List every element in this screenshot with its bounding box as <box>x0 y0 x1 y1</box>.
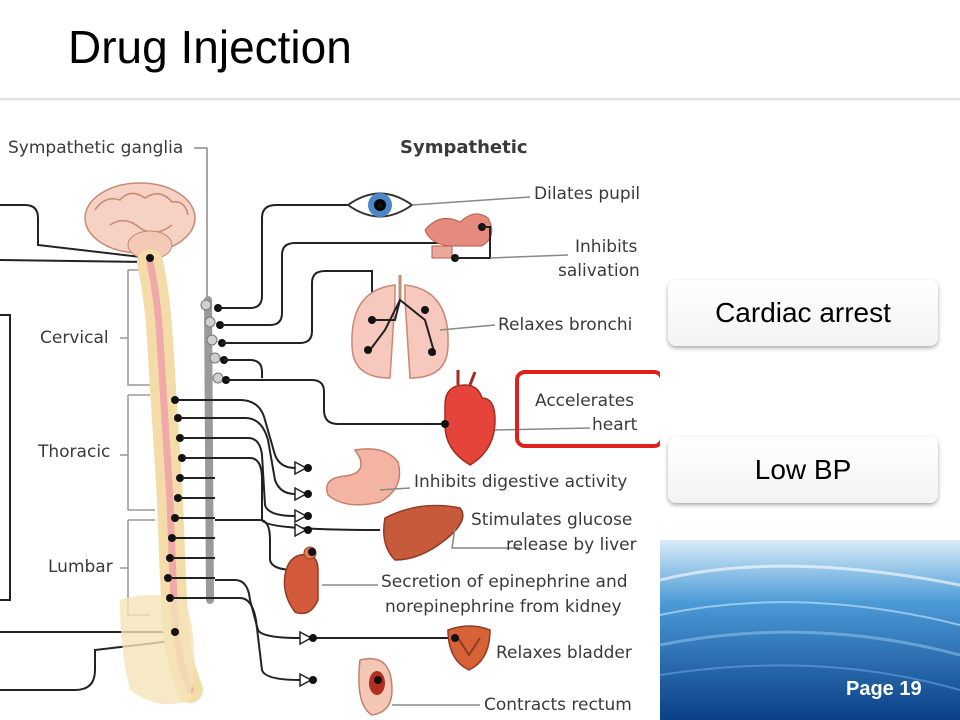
stomach-illustration <box>326 448 401 506</box>
card-label: Low BP <box>754 454 852 485</box>
heart-effect-highlight-box <box>515 370 660 448</box>
decorative-blue-wave <box>660 540 960 720</box>
region-label-lumbar: Lumbar <box>48 557 113 577</box>
spinal-cord-illustration <box>120 249 203 705</box>
effect-kidney-line2: norepinephrine from kidney <box>385 597 622 617</box>
effect-glucose-line1: Stimulates glucose <box>471 510 632 530</box>
bladder-illustration <box>447 625 491 671</box>
title-divider <box>0 98 960 101</box>
answer-card-low-bp[interactable]: Low BP <box>668 437 938 503</box>
answer-card-cardiac-arrest[interactable]: Cardiac arrest <box>668 280 938 346</box>
salivary-gland-illustration <box>424 213 493 259</box>
effect-inhibits-salivation-line1: Inhibits <box>575 237 637 257</box>
ganglia-chain <box>200 296 224 604</box>
effect-accelerates-heart-line2: heart <box>592 415 638 435</box>
kidney-illustration <box>283 546 319 615</box>
effect-inhibits-digestive: Inhibits digestive activity <box>414 472 627 492</box>
region-label-thoracic: Thoracic <box>37 442 110 462</box>
page-number: Page 19 <box>846 678 922 700</box>
card-label: Cardiac arrest <box>715 297 891 328</box>
effect-kidney-line1: Secretion of epinephrine and <box>381 572 628 592</box>
brain-illustration <box>84 182 196 260</box>
effect-inhibits-salivation-line2: salivation <box>558 261 640 281</box>
sympathetic-ganglia-label: Sympathetic ganglia <box>8 138 183 158</box>
region-label-cervical: Cervical <box>40 328 109 348</box>
sympathetic-header: Sympathetic <box>400 137 528 158</box>
effect-contracts-rectum: Contracts rectum <box>484 695 632 715</box>
eye-illustration <box>346 192 414 218</box>
effect-accelerates-heart-line1: Accelerates <box>535 391 634 411</box>
liver-illustration <box>383 504 464 561</box>
sympathetic-nervous-system-diagram: Sympathetic ganglia Sympathetic Cervical… <box>0 137 660 716</box>
heart-illustration <box>444 370 496 466</box>
effect-glucose-line2: release by liver <box>506 535 637 555</box>
effect-relaxes-bladder: Relaxes bladder <box>496 643 632 663</box>
effect-dilates-pupil: Dilates pupil <box>534 184 640 204</box>
lungs-illustration <box>351 275 449 379</box>
effect-relaxes-bronchi: Relaxes bronchi <box>498 315 632 335</box>
rectum-illustration <box>358 657 393 716</box>
slide-title: Drug Injection <box>68 21 352 73</box>
